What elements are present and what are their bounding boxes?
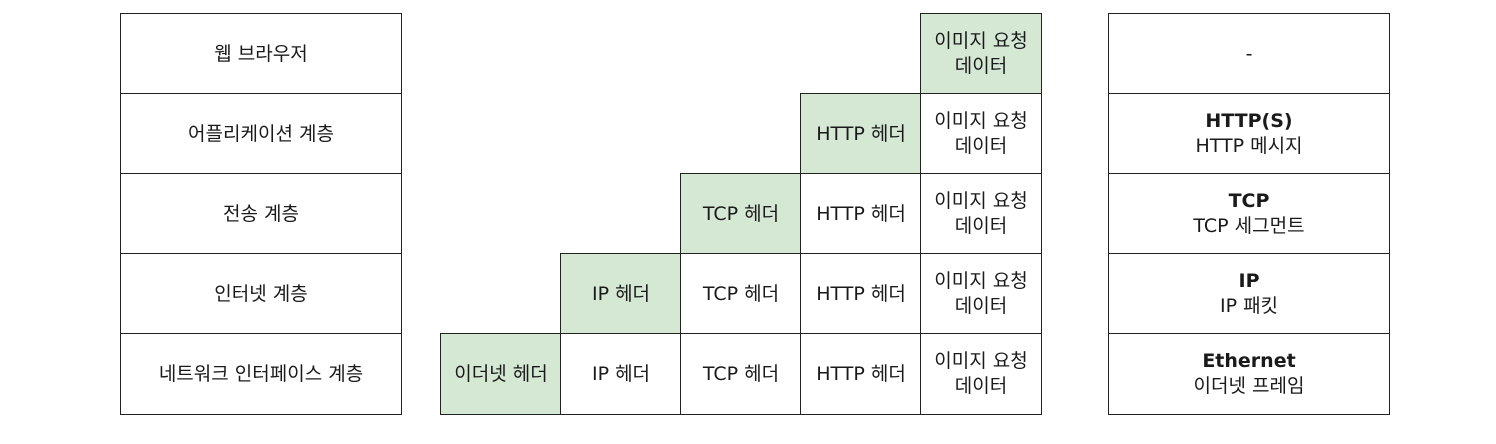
- header-label: TCP 헤더: [702, 202, 780, 225]
- data-label-line1: 이미지 요청: [934, 30, 1028, 53]
- tcp-header-cell: TCP 헤더: [680, 253, 802, 335]
- data-label-line2: 데이터: [954, 55, 1008, 77]
- http-header-cell: HTTP 헤더: [800, 333, 922, 415]
- http-header-cell: HTTP 헤더: [800, 253, 922, 335]
- header-label: IP 헤더: [591, 282, 651, 305]
- layer-label: 전송 계층: [223, 202, 299, 225]
- tcp-header-cell: TCP 헤더: [680, 333, 802, 415]
- tcp-header-cell: TCP 헤더: [680, 173, 802, 255]
- pdu-title: IP: [1238, 270, 1260, 293]
- pdu-subtitle: 이더넷 프레임: [1193, 375, 1305, 397]
- layer-application: 어플리케이션 계층: [120, 93, 402, 175]
- pdu-subtitle: IP 패킷: [1219, 295, 1279, 317]
- layer-label: 웹 브라우저: [214, 42, 308, 65]
- layer-network-interface: 네트워크 인터페이스 계층: [120, 333, 402, 415]
- pdu-http: HTTP(S) HTTP 메시지: [1108, 93, 1390, 175]
- pdu-subtitle: HTTP 메시지: [1195, 135, 1303, 157]
- data-label-line1: 이미지 요청: [934, 110, 1028, 133]
- pdu-browser: -: [1108, 13, 1390, 95]
- header-label: IP 헤더: [591, 362, 651, 385]
- image-request-data-cell: 이미지 요청 데이터: [920, 93, 1042, 175]
- layer-label: 어플리케이션 계층: [188, 122, 334, 145]
- image-request-data-cell: 이미지 요청 데이터: [920, 333, 1042, 415]
- header-label: 이더넷 헤더: [454, 362, 548, 385]
- data-label-line1: 이미지 요청: [934, 190, 1028, 213]
- pdu-tcp: TCP TCP 세그먼트: [1108, 173, 1390, 255]
- header-label: TCP 헤더: [702, 282, 780, 305]
- data-label-line1: 이미지 요청: [934, 270, 1028, 293]
- http-header-cell: HTTP 헤더: [800, 173, 922, 255]
- ip-header-cell: IP 헤더: [560, 253, 682, 335]
- layer-web-browser: 웹 브라우저: [120, 13, 402, 95]
- pdu-title: -: [1245, 42, 1253, 65]
- layer-internet: 인터넷 계층: [120, 253, 402, 335]
- header-label: TCP 헤더: [702, 362, 780, 385]
- image-request-data-cell: 이미지 요청 데이터: [920, 253, 1042, 335]
- ethernet-header-cell: 이더넷 헤더: [440, 333, 562, 415]
- pdu-title: TCP: [1228, 190, 1270, 213]
- image-request-data-cell: 이미지 요청 데이터: [920, 13, 1042, 95]
- data-label-line2: 데이터: [954, 135, 1008, 157]
- http-header-cell: HTTP 헤더: [800, 93, 922, 175]
- header-label: HTTP 헤더: [816, 202, 906, 225]
- image-request-data-cell: 이미지 요청 데이터: [920, 173, 1042, 255]
- pdu-ip: IP IP 패킷: [1108, 253, 1390, 335]
- data-label-line2: 데이터: [954, 215, 1008, 237]
- pdu-subtitle: TCP 세그먼트: [1193, 215, 1305, 237]
- header-label: HTTP 헤더: [816, 282, 906, 305]
- pdu-ethernet: Ethernet 이더넷 프레임: [1108, 333, 1390, 415]
- data-label-line1: 이미지 요청: [934, 350, 1028, 373]
- pdu-title: HTTP(S): [1205, 110, 1293, 133]
- pdu-title: Ethernet: [1202, 350, 1296, 373]
- header-label: HTTP 헤더: [816, 122, 906, 145]
- data-label-line2: 데이터: [954, 295, 1008, 317]
- ip-header-cell: IP 헤더: [560, 333, 682, 415]
- layer-label: 인터넷 계층: [214, 282, 308, 305]
- layer-transport: 전송 계층: [120, 173, 402, 255]
- layer-label: 네트워크 인터페이스 계층: [158, 362, 364, 385]
- data-label-line2: 데이터: [954, 375, 1008, 397]
- header-label: HTTP 헤더: [816, 362, 906, 385]
